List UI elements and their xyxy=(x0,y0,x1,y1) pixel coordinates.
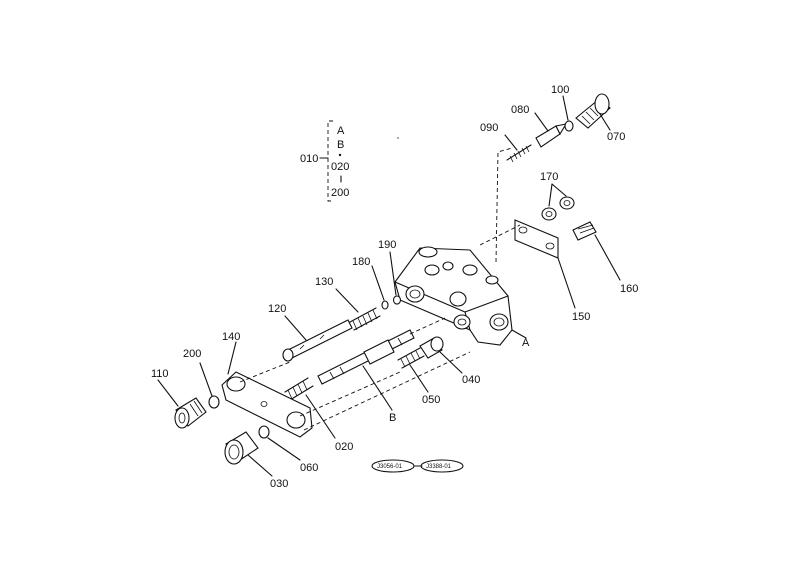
callout-100: 100 xyxy=(551,84,569,96)
nuts-170: 170 xyxy=(540,171,575,221)
valve-body: A xyxy=(394,246,530,349)
group-label-b: B xyxy=(337,139,344,151)
spool-120: 120 xyxy=(268,303,353,362)
callout-040: 040 xyxy=(462,374,480,386)
group-label-200: 200 xyxy=(331,187,349,199)
group-bracket-010: 010 A B 020 200 xyxy=(300,120,349,202)
callout-010: 010 xyxy=(300,153,318,165)
spring-130: 130 xyxy=(315,276,381,331)
callout-060: 060 xyxy=(300,462,318,474)
cover-plate-140: 140 xyxy=(221,331,471,438)
reference-tags: J3056-01 J3388-01 xyxy=(371,459,464,473)
spool-b: B xyxy=(317,317,446,424)
piston-040: 040 xyxy=(419,336,480,386)
callout-110: 110 xyxy=(151,368,169,380)
reference-2: J3388-01 xyxy=(426,464,452,470)
callout-090: 090 xyxy=(480,122,498,134)
plug-030: 030 xyxy=(224,431,288,490)
spring-020: 020 xyxy=(284,377,353,453)
callout-b: B xyxy=(389,412,396,424)
group-label-020: 020 xyxy=(331,161,349,173)
spring-050: 050 xyxy=(397,347,440,406)
stray-dot xyxy=(397,137,399,139)
callout-070: 070 xyxy=(607,131,625,143)
callout-180: 180 xyxy=(352,256,370,268)
callout-200: 200 xyxy=(183,348,201,360)
plug-110: 110 xyxy=(151,368,207,429)
callout-120: 120 xyxy=(268,303,286,315)
callout-170: 170 xyxy=(540,171,558,183)
flange-150: 150 xyxy=(514,219,590,323)
callout-020: 020 xyxy=(335,441,353,453)
bolt-160: 160 xyxy=(572,221,638,295)
seal-180: 180 xyxy=(352,256,389,310)
callout-080: 080 xyxy=(511,104,529,116)
callout-030: 030 xyxy=(270,478,288,490)
relief-assembly: 090 080 100 070 xyxy=(479,84,625,263)
callout-130: 130 xyxy=(315,276,333,288)
callout-140: 140 xyxy=(222,331,240,343)
o-ring-060: 060 xyxy=(258,425,318,474)
callout-050: 050 xyxy=(422,394,440,406)
callout-150: 150 xyxy=(572,311,590,323)
ring-190: 190 xyxy=(378,239,402,305)
group-label-a: A xyxy=(337,125,345,137)
o-ring-200: 200 xyxy=(183,348,220,409)
reference-1: J3056-01 xyxy=(377,464,403,470)
callout-a-body: A xyxy=(522,337,530,349)
callout-160: 160 xyxy=(620,283,638,295)
callout-190: 190 xyxy=(378,239,396,251)
